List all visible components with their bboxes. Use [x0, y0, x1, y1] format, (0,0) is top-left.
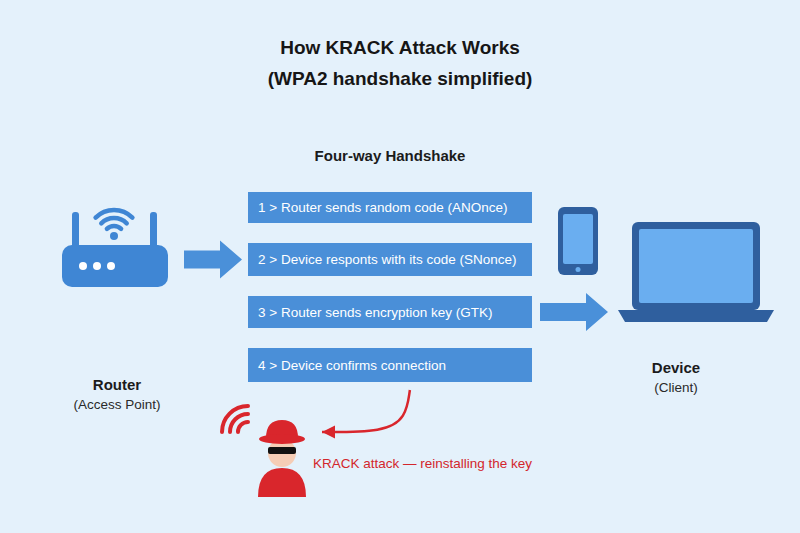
- attack-label: KRACK attack — reinstalling the key: [313, 456, 583, 471]
- phone-icon: [558, 207, 598, 275]
- step-text: 4 > Device confirms connection: [258, 358, 446, 373]
- block-arrow: [540, 293, 608, 331]
- section-heading: Four-way Handshake: [290, 147, 490, 164]
- router-icon: [62, 210, 168, 287]
- step-box: 4 > Device confirms connection: [248, 348, 532, 382]
- signal-arc: [230, 414, 248, 432]
- diagram-title: How KRACK Attack Works (WPA2 handshake s…: [255, 32, 545, 94]
- signal-arc: [238, 422, 248, 432]
- attacker-sunglasses: [268, 447, 296, 454]
- node-title: Device: [598, 359, 754, 376]
- wifi-arc: [96, 210, 133, 218]
- phone-screen: [563, 214, 593, 264]
- wifi-dot: [110, 232, 118, 240]
- step-text: 1 > Router sends random code (ANOnce): [258, 200, 508, 215]
- curved-arrow-line: [322, 390, 410, 432]
- device-node: Device(Client): [614, 212, 770, 328]
- step-text: 2 > Device responts with its code (SNonc…: [258, 252, 517, 267]
- attacker-hat-brim: [259, 434, 305, 444]
- router-light: [79, 262, 87, 270]
- router-antenna: [150, 212, 157, 248]
- step-text: 3 > Router sends encryption key (GTK): [258, 305, 492, 320]
- phone-button: [576, 267, 581, 272]
- step-box: 1 > Router sends random code (ANOnce): [248, 192, 532, 223]
- laptop-screen: [639, 229, 753, 303]
- node-title: Router: [38, 376, 196, 393]
- router-light: [93, 262, 101, 270]
- router-light: [107, 262, 115, 270]
- node-subtitle: (Access Point): [38, 397, 196, 412]
- laptop-lid: [632, 222, 760, 310]
- flow-arrow: [540, 293, 608, 331]
- arrow-head: [322, 426, 335, 439]
- node-subtitle: (Client): [598, 380, 754, 395]
- flow-arrow: [184, 241, 242, 279]
- router-antenna: [72, 212, 79, 248]
- laptop-icon: [618, 222, 774, 322]
- attack-arrow: [322, 390, 410, 439]
- step-box: 3 > Router sends encryption key (GTK): [248, 296, 532, 328]
- attacker-body: [258, 468, 306, 497]
- wifi-arc: [107, 226, 121, 229]
- signal-arc: [222, 406, 248, 432]
- router-node: Router(Access Point): [58, 198, 176, 290]
- attacker-icon: [222, 406, 306, 497]
- laptop-base: [618, 310, 774, 322]
- phone-body: [558, 207, 598, 275]
- router-body: [62, 245, 168, 287]
- step-box: 2 > Device responts with its code (SNonc…: [248, 243, 532, 276]
- block-arrow: [184, 241, 242, 279]
- attacker-node: KRACK attack — reinstalling the key: [250, 402, 312, 494]
- wifi-arc: [101, 218, 126, 223]
